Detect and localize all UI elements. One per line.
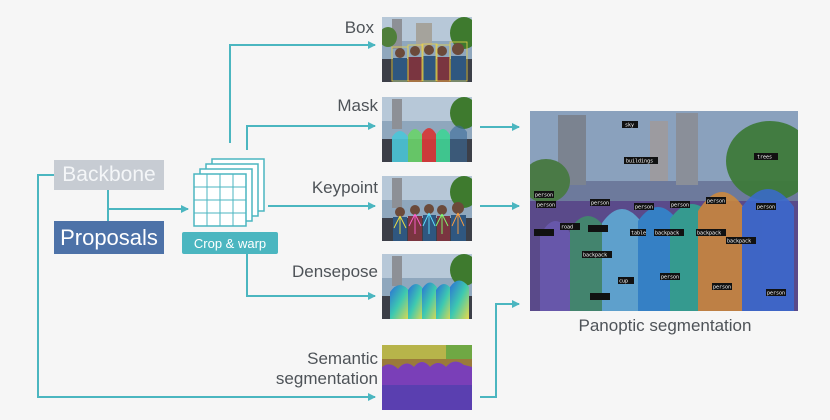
backbone-to-semantic-arrow	[37, 174, 376, 401]
panoptic-output-image: sky buildings trees person person person…	[530, 111, 798, 311]
panoptic-tag-person: person	[537, 203, 555, 209]
panoptic-tag-person: person	[757, 205, 775, 211]
panoptic-tag-person: person	[591, 201, 609, 207]
panoptic-tag-road: road	[561, 225, 573, 231]
grid-to-densepose-arrow	[246, 254, 376, 300]
panoptic-tag-cup: cup	[619, 279, 628, 285]
densepose-label: Densepose	[291, 262, 378, 281]
backbone-box: Backbone	[54, 160, 164, 190]
mask-output-thumbnail	[382, 97, 472, 162]
mask-label: Mask	[337, 96, 378, 115]
panoptic-tag-person: person	[635, 205, 653, 211]
box-output-thumbnail	[382, 17, 472, 82]
grid-to-mask-arrow	[246, 122, 376, 150]
semantic-label-line1: Semantic	[307, 349, 378, 368]
panoptic-tag-person: person	[767, 291, 785, 297]
semantic-to-panoptic-arrow	[480, 300, 520, 398]
panoptic-tag-backpack: backpack	[583, 253, 607, 259]
panoptic-tag-sky: sky	[625, 123, 634, 129]
panoptic-tag-table: table	[631, 231, 646, 237]
panoptic-tag-person: person	[707, 199, 725, 205]
panoptic-tag-backpack: backpack	[727, 239, 751, 245]
feature-grid-icon	[193, 158, 265, 227]
panoptic-tag-trees: trees	[757, 155, 772, 161]
proposals-box: Proposals	[54, 221, 164, 254]
panoptic-tag-person: person	[713, 285, 731, 291]
backbone-to-grid-arrow	[107, 190, 189, 213]
keypoint-label: Keypoint	[311, 178, 378, 197]
keypoint-output-thumbnail	[382, 176, 472, 241]
crop-warp-label: Crop & warp	[182, 232, 278, 254]
panoptic-caption: Panoptic segmentation	[578, 316, 752, 335]
panoptic-tag-person: person	[661, 275, 679, 281]
semantic-label: Semantic segmentation	[250, 349, 378, 389]
densepose-output-thumbnail	[382, 254, 472, 319]
box-label: Box	[344, 18, 374, 37]
panoptic-tag-backpack: backpack	[655, 231, 679, 237]
panoptic-tag-person: person	[671, 203, 689, 209]
panoptic-tag-person: person	[535, 193, 553, 199]
panoptic-tag-buildings: buildings	[626, 159, 653, 165]
semantic-label-line2: segmentation	[275, 369, 378, 388]
semantic-output-thumbnail	[382, 345, 472, 410]
panoptic-tag-backpack: backpack	[697, 231, 721, 237]
grid-to-box-arrow	[229, 41, 376, 143]
